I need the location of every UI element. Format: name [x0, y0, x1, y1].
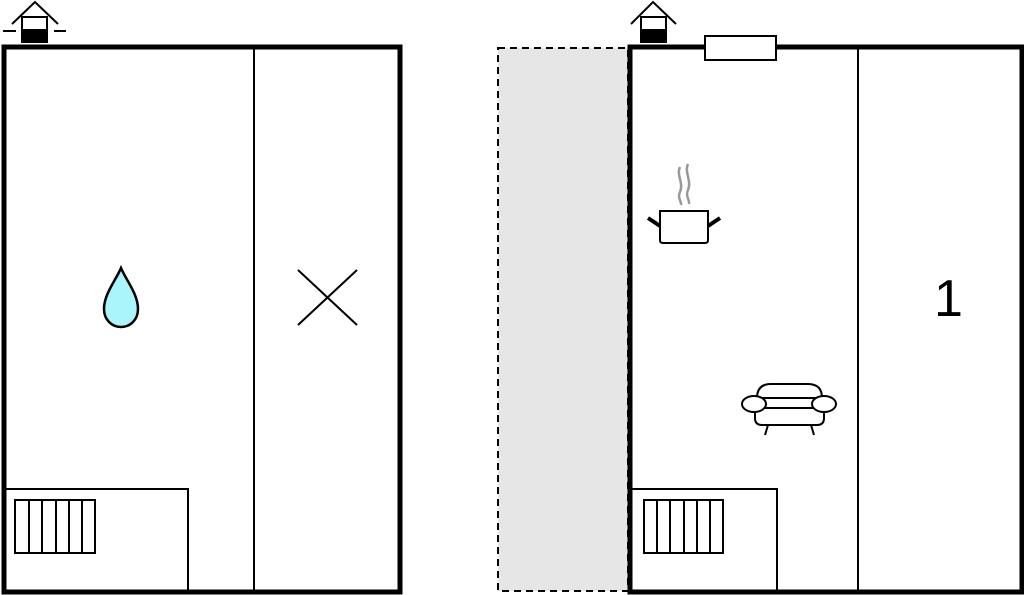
sofa-icon — [741, 383, 837, 436]
entrance-icon — [3, 0, 66, 43]
entrance-icon — [630, 0, 677, 43]
window-icon — [704, 35, 777, 61]
cooking-pot-icon — [646, 163, 722, 244]
radiator-icon — [643, 499, 724, 554]
left-inner-room — [4, 488, 189, 592]
bedroom-number-label: 1 — [934, 270, 963, 328]
terrace-area — [497, 47, 629, 592]
right-building — [627, 0, 1024, 595]
left-building — [1, 0, 403, 595]
right-inner-room — [630, 488, 778, 592]
cross-icon — [297, 269, 358, 326]
water-drop-icon — [102, 264, 140, 329]
radiator-icon — [14, 499, 96, 554]
